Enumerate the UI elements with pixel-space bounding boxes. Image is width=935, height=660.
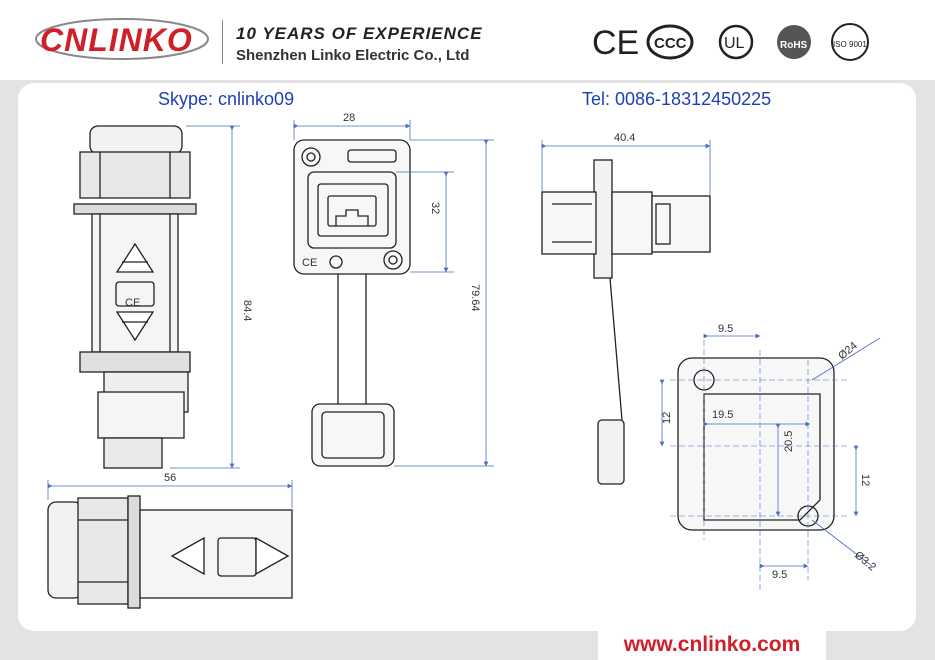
website-link[interactable]: www.cnlinko.com (598, 630, 826, 660)
panel-left-12-label: 12 (661, 412, 673, 424)
panel-cutout-height-label: 20.5 (783, 431, 795, 452)
front-view-ce-mark: CE (302, 257, 317, 269)
iso-mark-icon: ISO 9001 (831, 23, 869, 61)
panel-dimensions (659, 333, 881, 569)
panel-diameter-label: Ø24 (836, 340, 860, 363)
front-total-height-label: 79.64 (469, 284, 481, 312)
top-length-dimension (47, 480, 293, 508)
ul-mark-icon: UL (718, 24, 754, 60)
panel-cutout-width-label: 19.5 (712, 409, 733, 421)
top-length-label: 56 (164, 472, 176, 484)
svg-text:ISO 9001: ISO 9001 (833, 40, 867, 49)
rohs-mark-icon: RoHS (777, 25, 811, 59)
panel-centerlines (670, 340, 850, 590)
front-port-height-dimension (396, 171, 454, 273)
front-total-height-dimension (394, 139, 494, 467)
logo-swoosh-icon (35, 18, 209, 60)
svg-text:CCC: CCC (654, 35, 687, 52)
front-port-height-label: 32 (429, 202, 441, 214)
depth-label: 40.4 (614, 132, 635, 144)
ce-mark-icon: CE (592, 24, 639, 62)
panel-hole-offset-top-label: 9.5 (718, 323, 733, 335)
depth-dimension (541, 140, 711, 196)
svg-text:UL: UL (724, 35, 745, 52)
company-name: Shenzhen Linko Electric Co., Ltd (236, 47, 470, 64)
tel-contact: Tel: 0086-18312450225 (582, 89, 772, 109)
experience-tagline: 10 YEARS OF EXPERIENCE (236, 24, 483, 43)
header-banner: CNLINKO 10 YEARS OF EXPERIENCE Shenzhen … (0, 0, 935, 80)
front-width-dimension (293, 120, 411, 140)
panel-right-12-label: 12 (859, 474, 871, 486)
ccc-mark-icon: CCC (646, 24, 694, 60)
panel-cutout-drawing (677, 357, 835, 531)
depth-view-drawing (541, 159, 711, 485)
side-view-drawing (73, 125, 197, 469)
front-view-drawing (293, 139, 411, 467)
side-height-label: 84.4 (241, 300, 253, 321)
svg-text:CE: CE (592, 24, 639, 62)
header-divider (222, 20, 223, 64)
brand-logo: CNLINKO (40, 22, 193, 58)
side-view-ce-mark: CE (125, 297, 140, 309)
certification-logos: CE CCC UL RoHS ISO 9001 (592, 23, 869, 62)
top-view-drawing (47, 495, 293, 609)
panel-hole-offset-bottom-label: 9.5 (772, 569, 787, 581)
front-width-label: 28 (343, 112, 355, 124)
svg-text:RoHS: RoHS (780, 40, 808, 51)
side-height-dimension (170, 125, 240, 469)
skype-contact: Skype: cnlinko09 (158, 89, 295, 109)
panel-hole-diameter-label: Ø3.2 (852, 549, 878, 574)
